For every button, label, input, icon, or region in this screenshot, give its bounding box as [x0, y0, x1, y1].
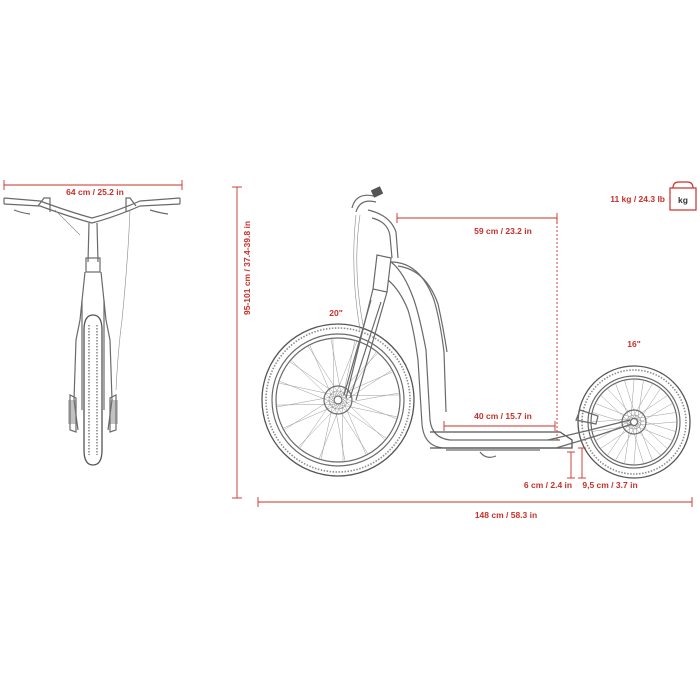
wheel-spoke — [340, 394, 400, 397]
front-fork — [73, 339, 113, 431]
wheel-spoke — [624, 423, 631, 464]
wheel-spoke — [289, 361, 339, 396]
wheel-spoke — [631, 425, 644, 464]
rear-fork — [547, 419, 633, 449]
weight-icon: kg — [669, 181, 697, 211]
wheel-spoke — [342, 400, 367, 456]
wheel-spoke — [334, 340, 358, 396]
wheel-spoke — [607, 421, 631, 456]
wheel-spoke — [282, 404, 338, 429]
wheel-spoke — [278, 380, 334, 404]
deck-clearance-dimension: 6 cm / 2.4 in — [524, 451, 575, 490]
wheel-spoke — [632, 425, 662, 456]
wheel-spoke — [637, 422, 653, 461]
front-view-scooter — [3, 197, 181, 466]
wheel-spoke — [276, 396, 335, 408]
wheel-spoke — [290, 359, 334, 402]
front-wheel — [261, 323, 415, 477]
wheel-spoke — [334, 403, 346, 462]
total-length-label: 148 cm / 58.3 in — [475, 510, 537, 520]
wheel-spoke — [615, 425, 636, 461]
wheel-spoke — [637, 419, 676, 432]
wheel-spoke — [283, 397, 334, 431]
wheel-spoke — [299, 399, 334, 449]
handlebar-height-dimension: 95-101 cm / 37.4-39.8 in — [232, 186, 252, 499]
main-frame-tube-upper — [390, 261, 560, 441]
wheel-spoke — [600, 394, 631, 424]
front-handlebar — [3, 197, 181, 219]
kickstand — [479, 451, 497, 458]
wheel-spoke — [342, 351, 377, 401]
wheel-spoke — [332, 338, 335, 398]
wheel-spoke — [276, 403, 336, 406]
wheel-spoke — [318, 404, 342, 460]
weight-unit: kg — [678, 195, 688, 205]
wheel-spoke — [341, 392, 400, 404]
wheel-spoke — [297, 404, 340, 448]
wheel-spoke — [278, 382, 337, 396]
weight-label: 11 kg / 24.3 lb — [610, 194, 665, 204]
rear-wheel — [577, 365, 691, 479]
wheel-spoke — [590, 418, 632, 423]
side-view-scooter — [261, 186, 691, 479]
deck-clearance-label: 6 cm / 2.4 in — [524, 480, 572, 490]
wheel-spoke — [595, 403, 634, 419]
main-frame-tube-lower — [387, 279, 560, 449]
front-stem — [87, 222, 99, 263]
wheel-spoke — [606, 388, 636, 419]
reach-label: 59 cm / 23.2 in — [474, 226, 532, 236]
wheel-spoke — [636, 421, 678, 426]
wheel-spoke — [615, 383, 631, 422]
wheel-spoke — [592, 412, 631, 425]
wheel-spoke — [637, 420, 668, 450]
wheel-spoke — [633, 395, 668, 419]
side-handlebar — [351, 194, 375, 209]
weight-info: 11 kg / 24.3 lb kg — [610, 181, 697, 211]
front-view-deck — [69, 394, 117, 433]
wheel-spoke — [637, 388, 661, 423]
rear-disc-brake — [621, 409, 647, 435]
front-wheel-size-label: 20" — [329, 308, 343, 318]
deck-length-label: 40 cm / 15.7 in — [474, 411, 532, 421]
wheel-spoke — [342, 340, 356, 399]
wheel-spoke — [637, 403, 673, 424]
rear-clearance-label: 9,5 cm / 3.7 in — [582, 480, 637, 490]
wheel-spoke — [337, 404, 387, 439]
handlebar-height-label: 95-101 cm / 37.4-39.8 in — [242, 221, 252, 315]
wheel-spoke — [630, 378, 635, 420]
wheel-spoke — [309, 344, 334, 400]
wheel-spoke — [632, 383, 653, 419]
wheel-spoke — [635, 412, 676, 419]
handlebar-width-label: 64 cm / 25.2 in — [66, 187, 124, 197]
wheel-spoke — [342, 396, 398, 420]
front-brake-levers — [13, 209, 169, 215]
deck — [430, 431, 573, 449]
handlebar-width-dimension: 64 cm / 25.2 in — [3, 180, 183, 197]
wheel-spoke — [342, 398, 386, 441]
wheel-spoke — [335, 404, 369, 455]
brake-lever — [370, 186, 384, 198]
brake-cable — [353, 214, 361, 331]
wheel-spoke — [624, 380, 637, 419]
reach-dimension: 59 cm / 23.2 in — [396, 213, 558, 440]
wheel-spoke — [339, 404, 398, 418]
wheel-spoke — [320, 401, 334, 460]
wheel-spoke — [600, 425, 635, 449]
wheel-spoke — [634, 425, 673, 441]
rear-wheel-size-label: 16" — [627, 339, 641, 349]
wheel-spoke — [637, 380, 644, 421]
wheel-spoke — [330, 338, 342, 397]
front-disc-brake — [323, 385, 353, 415]
wheel-spoke — [341, 402, 344, 462]
deck-length-dimension: 40 cm / 15.7 in — [443, 411, 556, 431]
front-view-wheel — [83, 314, 103, 466]
head-tube — [372, 254, 392, 293]
rear-clearance-dimension: 9,5 cm / 3.7 in — [578, 447, 638, 490]
wheel-spoke — [307, 345, 341, 396]
total-length-dimension: 148 cm / 58.3 in — [257, 497, 693, 520]
wheel-spoke — [633, 424, 638, 466]
